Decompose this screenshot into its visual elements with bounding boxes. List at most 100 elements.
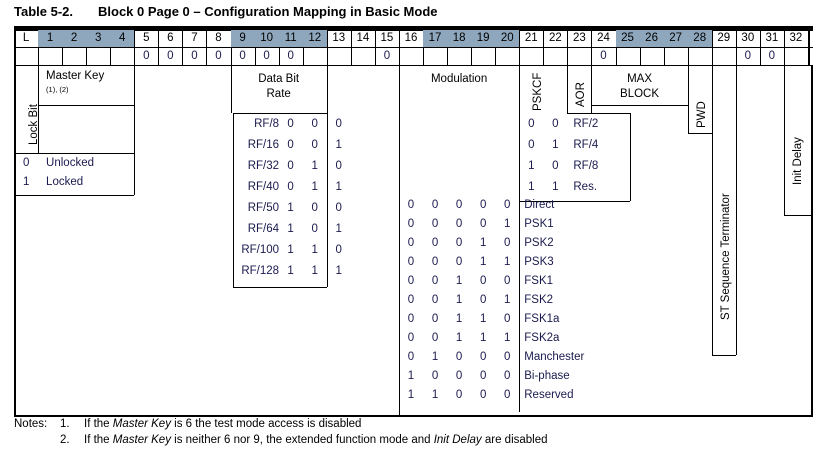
data-bit-rate-name-RF-128: RF/128 [241, 265, 280, 277]
data-bit-rate-bit-7-0: 1 [287, 265, 294, 277]
modulation-name-FSK2a: FSK2a [524, 332, 560, 344]
modulation-bit-10-3: 0 [479, 389, 487, 401]
modulation-bit-0-2: 0 [455, 199, 463, 211]
header-bit-6: 6 [167, 32, 174, 44]
header-bit-7: 7 [191, 32, 198, 44]
header-bit-18: 18 [447, 30, 472, 47]
modulation-bit-1-2: 0 [455, 218, 463, 230]
notes-lead-label: Notes: [14, 418, 48, 430]
data-bit-rate-bit-4-1: 0 [311, 202, 318, 214]
grid-line-vertical [399, 29, 400, 65]
grid-line-vertical [231, 65, 232, 113]
header-bit-8: 8 [215, 32, 222, 44]
modulation-bit-8-0: 0 [407, 351, 415, 363]
data-bit-rate-label-line1: Data Bit [258, 73, 300, 85]
data-bit-rate-bit-1-2: 1 [335, 139, 342, 151]
modulation-bit-9-0: 1 [407, 370, 415, 382]
data-bit-rate-name-RF-50: RF/50 [247, 202, 280, 214]
modulation-bit-8-4: 0 [504, 351, 511, 363]
grid-line-vertical [471, 29, 472, 65]
modulation-bit-3-2: 0 [455, 256, 463, 268]
fixed-bit-11: 0 [287, 50, 294, 62]
grid-line-vertical [14, 29, 16, 65]
pskcf-bit-3-0: 1 [528, 181, 535, 193]
grid-line-vertical [134, 29, 135, 65]
data-bit-rate-bit-3-1: 1 [311, 181, 318, 193]
modulation-name-PSK1: PSK1 [524, 218, 554, 230]
modulation-name-FSK2: FSK2 [524, 294, 554, 306]
st-sequence-terminator-label: ST Sequence Terminator [720, 193, 733, 320]
modulation-bit-7-3: 1 [479, 332, 487, 344]
grid-line-vertical [616, 29, 617, 65]
data-bit-rate-bit-7-1: 1 [311, 265, 318, 277]
grid-line-vertical [327, 65, 328, 287]
header-bit-1: 1 [38, 30, 63, 47]
title-rule [14, 26, 813, 29]
fixed-bit-30: 0 [744, 50, 752, 62]
header-bit-L: L [22, 32, 30, 44]
grid-line-vertical [712, 29, 713, 65]
grid-line-horizontal [232, 113, 327, 114]
header-bit-3: 3 [86, 30, 111, 47]
grid-line-horizontal [783, 215, 813, 216]
data-bit-rate-label-line2: Rate [266, 88, 291, 100]
fixed-bit-7: 0 [191, 50, 198, 62]
data-bit-rate-name-RF-32: RF/32 [247, 160, 280, 172]
grid-line-horizontal [14, 195, 135, 196]
modulation-name-FSK1a: FSK1a [524, 313, 560, 325]
data-bit-rate-bit-5-2: 1 [335, 223, 342, 235]
modulation-bit-5-2: 1 [455, 294, 463, 306]
grid-line-vertical [736, 29, 737, 65]
grid-line-vertical [543, 29, 544, 65]
grid-line-vertical [760, 29, 761, 65]
header-bit-26: 26 [639, 30, 664, 47]
modulation-bit-8-2: 0 [455, 351, 463, 363]
grid-line-vertical [567, 65, 568, 113]
modulation-bit-0-4: 0 [504, 199, 511, 211]
modulation-bit-9-3: 0 [479, 370, 487, 382]
modulation-name-PSK2: PSK2 [524, 237, 554, 249]
header-bit-24: 24 [597, 32, 610, 44]
grid-line-vertical [182, 29, 183, 65]
lock-bit-label: Lock Bit [28, 104, 40, 145]
modulation-bit-4-3: 0 [479, 275, 487, 287]
grid-line-vertical [808, 29, 810, 65]
master-key-footnotes: (1), (2) [46, 85, 69, 94]
header-bit-20: 20 [495, 30, 520, 47]
header-bit-11: 11 [278, 30, 303, 47]
grid-line-vertical [62, 29, 63, 65]
modulation-bit-7-2: 1 [455, 332, 463, 344]
modulation-bit-9-1: 0 [431, 370, 439, 382]
grid-line-vertical [811, 65, 813, 415]
data-bit-rate-bit-0-2: 0 [335, 118, 342, 130]
grid-line-horizontal [14, 47, 813, 48]
data-bit-rate-bit-3-2: 1 [335, 181, 342, 193]
grid-line-vertical [255, 29, 256, 65]
header-bit-19: 19 [471, 30, 496, 47]
data-bit-rate-bit-1-1: 0 [311, 139, 318, 151]
grid-line-vertical [640, 29, 641, 65]
grid-line-vertical [375, 29, 376, 65]
grid-line-horizontal [14, 65, 813, 66]
lock-bit-value-1: 1 [23, 176, 30, 188]
grid-line-horizontal [38, 105, 135, 106]
grid-line-vertical [567, 29, 568, 65]
modulation-name-Bi-phase: Bi-phase [524, 370, 570, 382]
modulation-name-FSK1: FSK1 [524, 275, 554, 287]
grid-line-vertical [134, 65, 135, 105]
grid-line-horizontal [14, 29, 813, 31]
data-bit-rate-bit-6-2: 0 [335, 244, 342, 256]
grid-line-vertical [688, 29, 689, 65]
note-number: 1. [60, 418, 70, 430]
modulation-bit-7-1: 0 [431, 332, 439, 344]
modulation-bit-4-1: 0 [431, 275, 439, 287]
data-bit-rate-bit-4-0: 1 [287, 202, 294, 214]
grid-line-horizontal [567, 113, 630, 114]
pskcf-name-Res-: Res. [573, 181, 598, 193]
grid-line-vertical [784, 65, 785, 215]
pskcf-name-RF-4: RF/4 [573, 139, 599, 151]
header-bit-2: 2 [62, 30, 87, 47]
grid-line-vertical [495, 29, 496, 65]
modulation-label: Modulation [430, 73, 488, 85]
